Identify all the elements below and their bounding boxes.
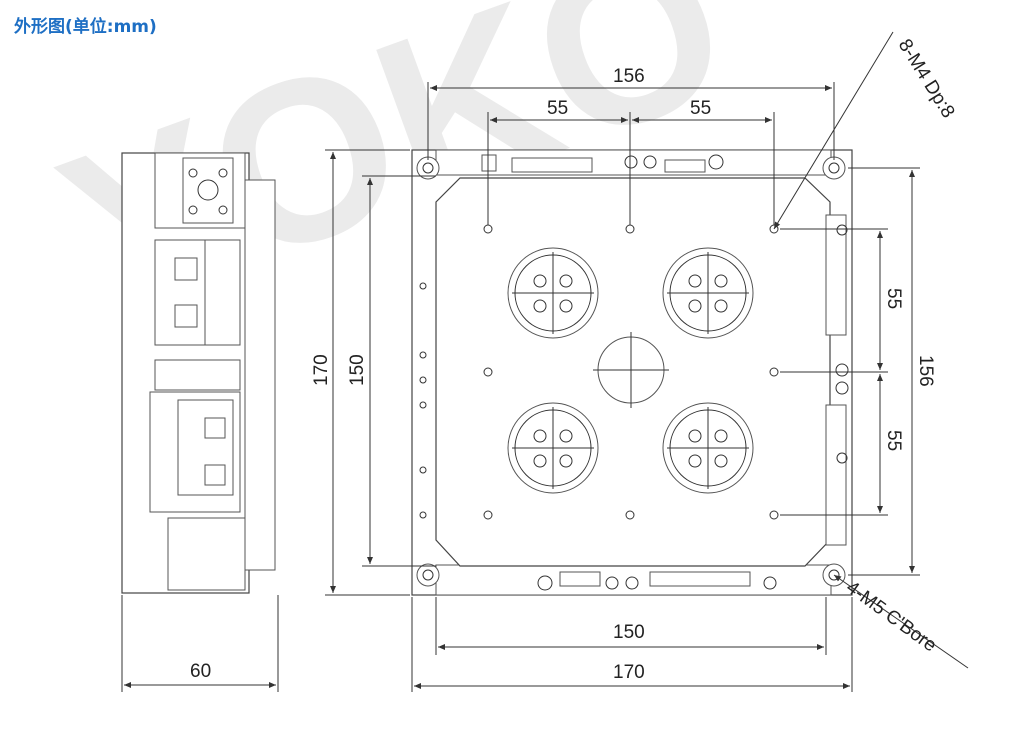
terminal-tl	[507, 247, 599, 339]
terminal-tr	[662, 247, 754, 339]
dim-right-pitch-upper: 55	[883, 288, 904, 309]
dim-right-overall: 156	[915, 355, 936, 387]
dim-bottom-outer: 170	[613, 662, 645, 683]
dim-bottom-inner: 150	[613, 622, 645, 643]
dim-top-overall: 156	[613, 66, 645, 87]
dim-right-pitch-lower: 55	[883, 430, 904, 451]
top-view	[411, 149, 853, 596]
dim-top-pitch-right: 55	[690, 98, 711, 119]
page-title: 外形图(单位:mm)	[14, 17, 157, 37]
side-view	[121, 152, 279, 692]
dim-left-inner: 150	[347, 354, 368, 386]
dim-side-width: 60	[190, 661, 211, 682]
terminal-bl	[507, 402, 599, 494]
callout-m5-counterbore: 4-M5 C'Bore	[842, 577, 940, 656]
center-pad	[593, 332, 669, 408]
terminal-br	[662, 402, 754, 494]
dim-left-outer: 170	[311, 354, 332, 386]
callout-m4-holes: 8-M4 Dp:8	[894, 36, 959, 122]
dim-top-pitch-left: 55	[547, 98, 568, 119]
